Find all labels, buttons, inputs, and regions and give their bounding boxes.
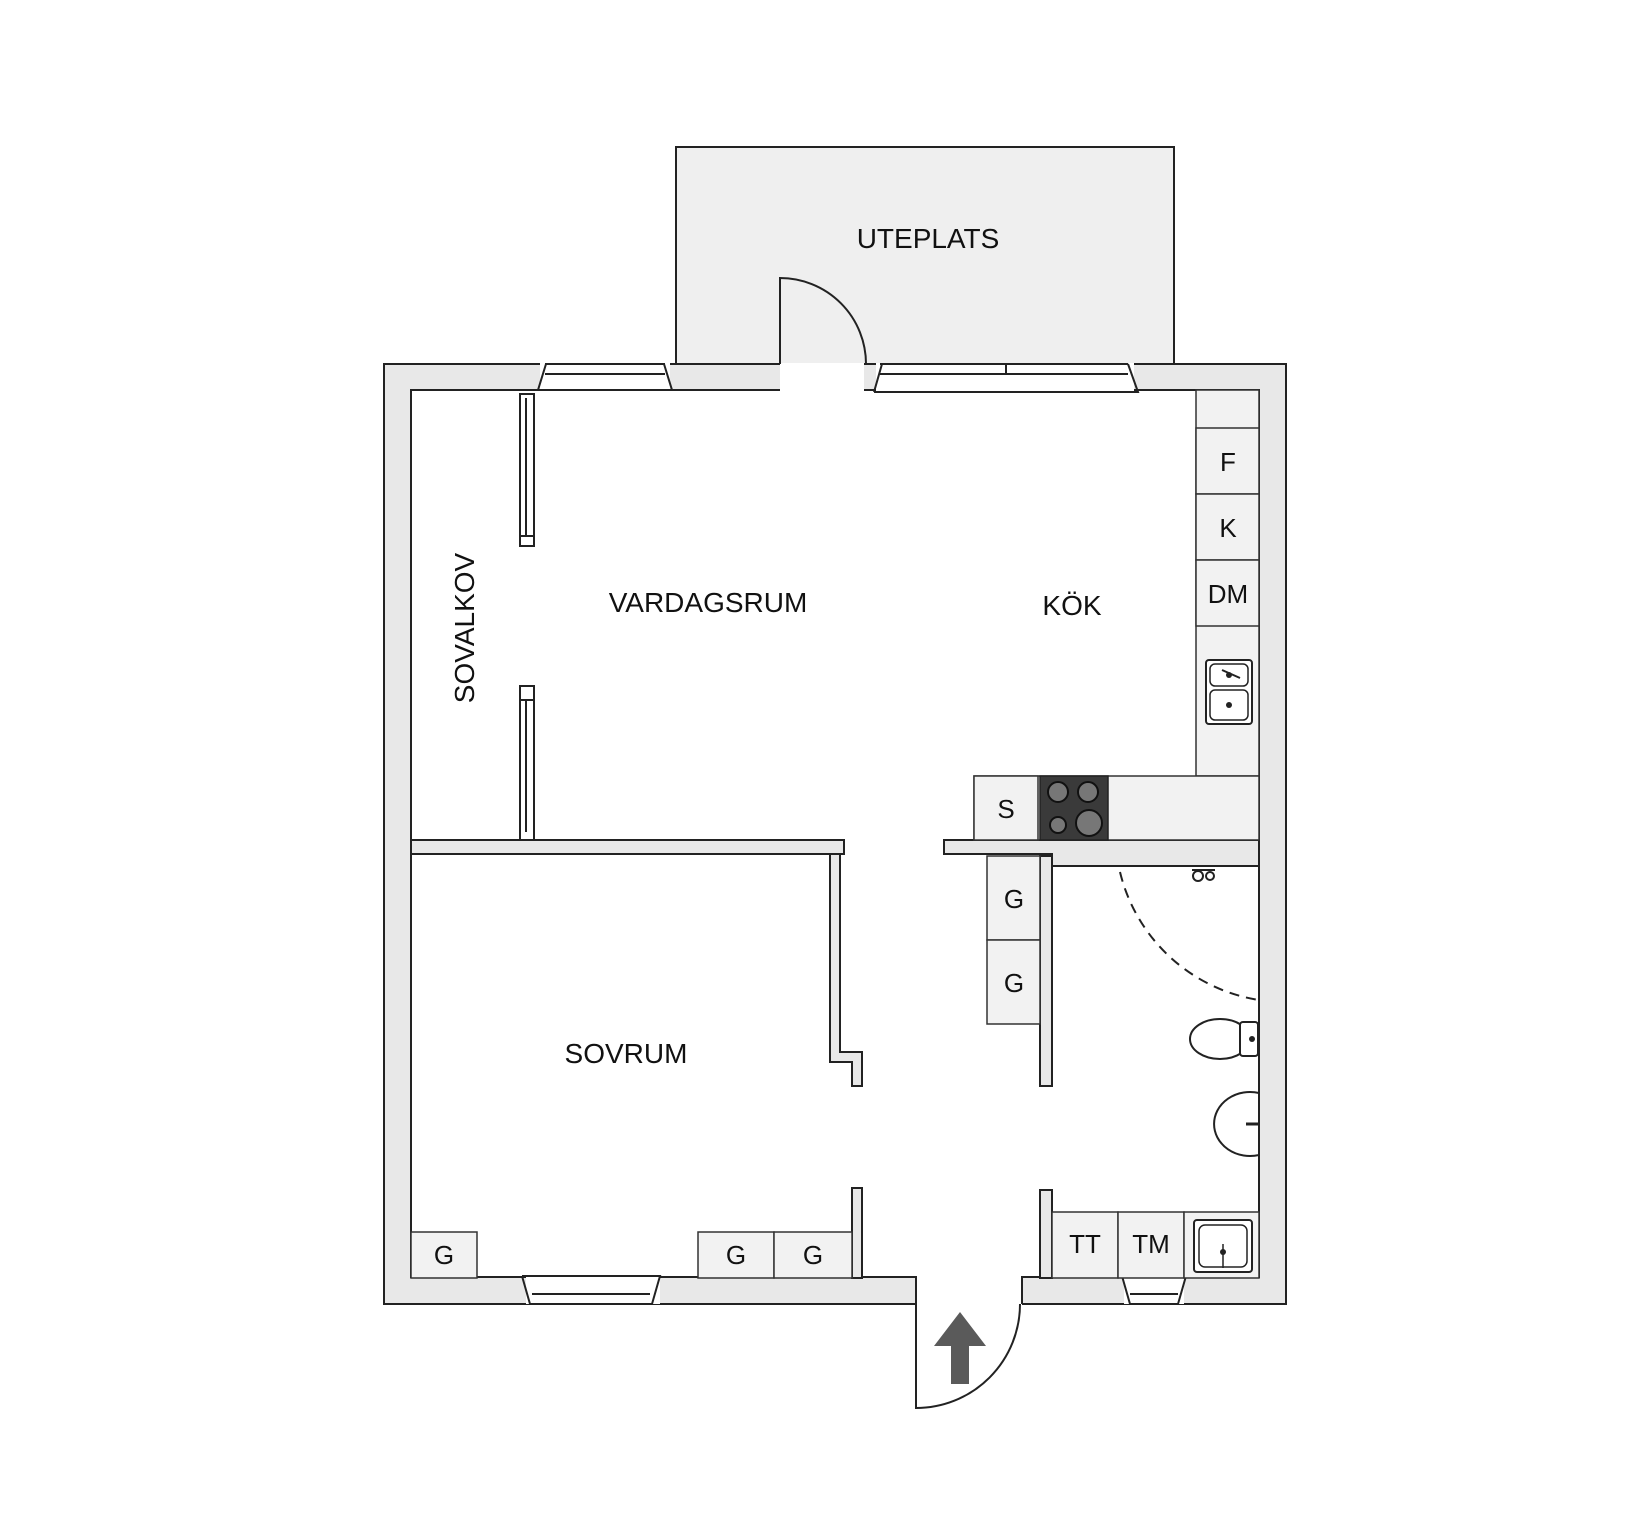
entrance-door-swing <box>915 1303 1021 1410</box>
dryer-label: TT <box>1069 1229 1101 1259</box>
wall-living-bedroom <box>410 839 845 855</box>
room-label-kok: KÖK <box>1042 590 1101 621</box>
fridge-label: F <box>1220 447 1236 477</box>
door-terrace-gap <box>780 363 864 391</box>
wall-bedroom-east <box>829 853 863 1087</box>
laundry-sink-icon <box>1193 1219 1253 1273</box>
window-bottom-left <box>526 1276 660 1304</box>
washer-unit <box>1117 1211 1185 1279</box>
hall-wardrobe-2-label: G <box>1004 968 1024 998</box>
hall-wardrobe-2 <box>986 939 1041 1025</box>
room-label-uteplats: UTEPLATS <box>857 223 1000 254</box>
shower-icon <box>1192 869 1215 882</box>
room-label-sovalkov: SOVALKOV <box>449 552 480 703</box>
alcove-partition-bottom <box>519 685 535 841</box>
stove-icon <box>1039 775 1109 841</box>
bedroom-wardrobe-right-label: G <box>803 1240 823 1270</box>
window-top-left-frame <box>537 363 674 391</box>
hall-wardrobe-1-label: G <box>1004 884 1024 914</box>
storage-unit <box>973 775 1039 841</box>
bedroom-wardrobe-left-label: G <box>434 1240 454 1270</box>
dryer-unit <box>1051 1211 1119 1279</box>
bedroom-wardrobe-mid-label: G <box>726 1240 746 1270</box>
dishwasher-unit <box>1195 559 1260 627</box>
bath-door-swing <box>1119 871 1260 1001</box>
wall-bedroom-stub <box>851 1187 863 1279</box>
room-label-sovrum: SOVRUM <box>565 1038 688 1069</box>
window-bottom-right <box>1124 1276 1184 1304</box>
terrace-area <box>675 146 1175 365</box>
alcove-partition-top <box>519 393 535 547</box>
storage-label: S <box>997 794 1014 824</box>
wall-bath-west-lower <box>1039 1189 1053 1279</box>
entrance-gap <box>916 1276 1022 1305</box>
room-label-vardagsrum: VARDAGSRUM <box>609 587 808 618</box>
hall-wardrobe-1 <box>986 855 1041 941</box>
freezer-label: K <box>1219 513 1237 543</box>
wall-bath-west <box>1039 855 1053 1087</box>
dishwasher-label: DM <box>1208 579 1248 609</box>
entrance-arrow-icon <box>934 1312 986 1384</box>
window-bottom-left-frame <box>521 1275 662 1305</box>
freezer-unit <box>1195 493 1260 561</box>
entrance-jambs <box>915 1276 1023 1304</box>
bedroom-wardrobe-left <box>410 1231 478 1279</box>
window-top-right-frame <box>873 363 1140 393</box>
terrace-door-swing <box>779 276 867 365</box>
washer-label: TM <box>1132 1229 1170 1259</box>
toilet-icon <box>1189 1018 1259 1060</box>
bedroom-wardrobe-right <box>773 1231 853 1279</box>
window-top-left <box>540 363 670 391</box>
washbasin-icon <box>1213 1091 1260 1157</box>
kitchen-sink-icon <box>1205 659 1253 725</box>
